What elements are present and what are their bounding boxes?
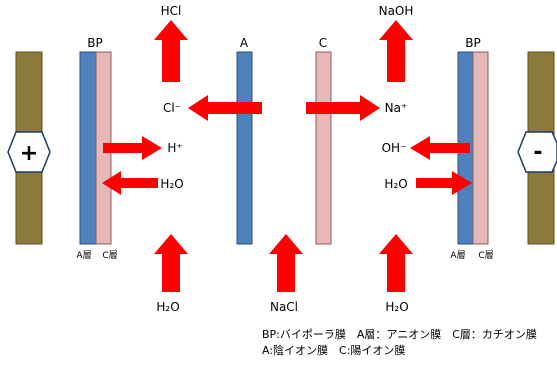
membrane-c-label: C <box>319 36 327 50</box>
hcl-label: HCl <box>161 4 182 18</box>
anode-badge <box>7 131 51 173</box>
cation-membrane-c <box>315 51 332 245</box>
anion-membrane-a <box>236 51 253 245</box>
bp-right-cation-layer <box>472 51 489 245</box>
h2o-feed-right-arrow <box>379 234 413 292</box>
h2o-bottom-left-label: H₂O <box>156 300 179 314</box>
h-plus-label: H⁺ <box>167 141 182 155</box>
nacl-label: NaCl <box>270 300 298 314</box>
bp-right-a-layer-label: A層 <box>450 250 465 261</box>
na-migration-arrow <box>306 95 380 121</box>
oh-minus-arrow <box>410 136 470 160</box>
h2o-bottom-right-label: H₂O <box>385 300 408 314</box>
bp-left-c-layer-label: C層 <box>102 250 117 261</box>
bp-right-c-layer-label: C層 <box>478 250 493 261</box>
na-label: Na⁺ <box>385 101 408 115</box>
plus-sign: + <box>20 141 38 166</box>
naoh-label: NaOH <box>379 4 414 18</box>
oh-minus-label: OH⁻ <box>382 141 407 155</box>
hcl-out-arrow <box>154 20 188 82</box>
h2o-right-label: H₂O <box>384 177 407 191</box>
legend: BP:バイポーラ膜 A層：アニオン膜 C層：カチオン膜 A:陰イオン膜 C:陽イ… <box>262 327 557 359</box>
bp-left-label: BP <box>87 36 102 50</box>
minus-sign: - <box>533 140 542 165</box>
membrane-a-label: A <box>240 36 249 50</box>
h2o-right-arrow <box>416 171 472 195</box>
cathode-badge <box>517 131 557 173</box>
cl-migration-arrow <box>188 95 262 121</box>
h-plus-arrow <box>103 136 162 160</box>
h2o-left-arrow <box>102 171 158 195</box>
naoh-out-arrow <box>379 20 413 82</box>
legend-line-1: BP:バイポーラ膜 A層：アニオン膜 C層：カチオン膜 <box>262 328 537 341</box>
legend-line-2: A:陰イオン膜 C:陽イオン膜 <box>262 344 406 357</box>
bp-right-label: BP <box>465 36 480 50</box>
h2o-left-label: H₂O <box>160 177 183 191</box>
bp-left-anion-layer <box>79 51 97 245</box>
bp-left-a-layer-label: A層 <box>76 250 91 261</box>
cl-label: Cl⁻ <box>163 101 181 115</box>
nacl-feed-arrow <box>269 234 303 292</box>
h2o-feed-left-arrow <box>154 234 188 292</box>
